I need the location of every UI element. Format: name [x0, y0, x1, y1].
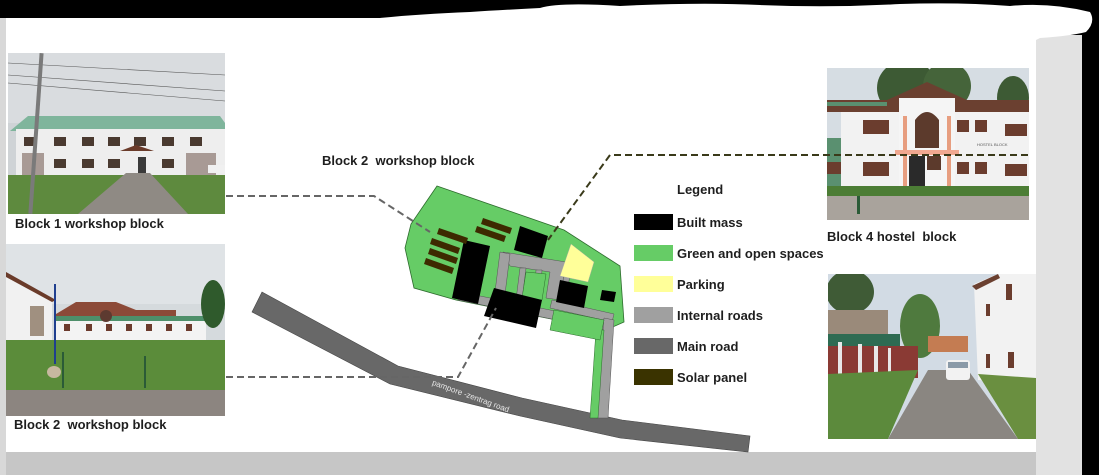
bottom-grey-band	[6, 452, 1036, 475]
built-mass	[452, 226, 616, 328]
legend-item-built-mass: Built mass	[634, 214, 743, 230]
photo-block2	[6, 244, 225, 416]
legend-label: Green and open spaces	[677, 245, 824, 261]
right-page-shadow	[1036, 35, 1082, 475]
legend-item-internal-roads: Internal roads	[634, 307, 763, 323]
caption-block2: Block 2 workshop block	[14, 417, 167, 432]
svg-text:HOSTEL BLOCK: HOSTEL BLOCK	[977, 142, 1008, 147]
legend-label: Main road	[677, 338, 739, 354]
torn-paper-edge	[6, 3, 1093, 48]
solar-panels	[424, 218, 512, 274]
left-page-shadow	[0, 18, 6, 475]
parking	[559, 243, 595, 283]
swatch-parking	[634, 276, 673, 292]
swatch-green	[634, 245, 673, 261]
photo-block4-hostel: HOSTEL BLOCK	[827, 68, 1029, 220]
legend-title: Legend	[677, 182, 724, 197]
swatch-built-mass	[634, 214, 673, 230]
legend-label: Internal roads	[677, 307, 763, 323]
legend-label: Parking	[677, 276, 725, 292]
legend-item-solar-panel: Solar panel	[634, 369, 747, 385]
caption-block1: Block 1 workshop block	[15, 216, 164, 231]
photo-block1	[8, 53, 225, 214]
caption-block4: Block 4 hostel block	[827, 229, 957, 244]
legend-item-green: Green and open spaces	[634, 245, 824, 261]
legend-item-parking: Parking	[634, 276, 725, 292]
right-black-band	[1082, 0, 1099, 475]
legend-label: Built mass	[677, 214, 743, 230]
photo-internal-lane	[828, 274, 1036, 439]
swatch-internal-roads	[634, 307, 673, 323]
legend-label: Solar panel	[677, 369, 748, 385]
leader-lines	[226, 154, 1028, 378]
swatch-solar-panel	[634, 369, 673, 385]
main-road	[251, 291, 751, 453]
site-plan-title: Block 2 workshop block	[322, 153, 475, 168]
legend-item-main-road: Main road	[634, 338, 738, 354]
swatch-main-road	[634, 338, 673, 354]
